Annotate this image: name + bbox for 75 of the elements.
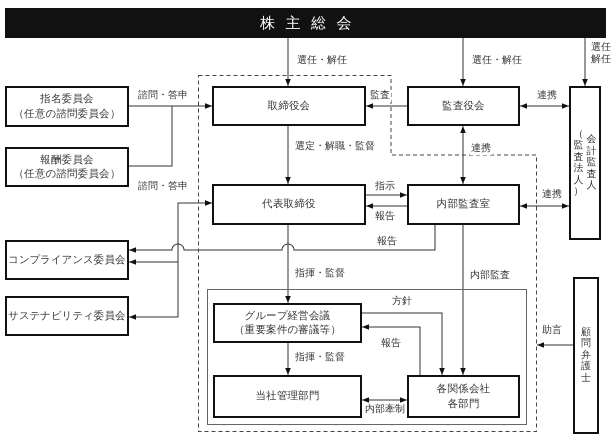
connector-arrow: [460, 38, 466, 86]
connector-arrow: [366, 192, 408, 198]
meeting-box: [213, 303, 362, 343]
box-label: 各部門: [447, 396, 480, 411]
edge-label: 選定・解職・監督: [294, 141, 376, 153]
edge-label: 諮問・答申: [137, 181, 189, 193]
connector-arrow: [285, 224, 291, 304]
edge-label: 指揮・監督: [294, 352, 346, 364]
dashed-region: [198, 75, 537, 432]
box-label: 取締役会: [268, 98, 310, 114]
edge-label: 報告: [374, 211, 396, 223]
connector-arrow: [520, 203, 570, 209]
box-label: 指名委員会: [40, 92, 94, 106]
edge-label: 報告: [376, 236, 398, 248]
internal-audit-box: [407, 184, 520, 225]
connector-arrow: [362, 324, 420, 376]
edge-label: 連携: [470, 143, 492, 155]
edge-label: 報告: [380, 338, 402, 350]
committee-box: [5, 296, 129, 336]
box-label: （重要案件の審議等）: [234, 323, 341, 338]
committee-box: [5, 240, 129, 280]
connector-arrow: [285, 38, 291, 86]
box-label: 会計監査人: [586, 134, 596, 192]
connector-arrow: [460, 224, 466, 376]
edge-label: 方針: [391, 296, 413, 308]
committee-box: [5, 86, 129, 127]
edge-label: 内部監査: [469, 270, 511, 282]
edge-label: 諮問・答申: [137, 90, 189, 102]
box-label: （任意の諮問委員会）: [13, 167, 120, 182]
edge-label: 連携: [541, 189, 563, 201]
box-label: コンプライアンス委員会: [8, 252, 126, 268]
connector-arrow: [536, 342, 574, 348]
connector-arrow: [582, 38, 588, 86]
edge-label: 選任・解任: [296, 55, 348, 67]
connector-arrow: [366, 103, 408, 109]
connector-arrow: [128, 103, 212, 166]
box-label: （監査法人）: [574, 128, 584, 198]
edge-label: 内部牽制: [364, 404, 406, 416]
header-band: [5, 8, 606, 38]
department-box: [213, 375, 362, 418]
edge-label: 監査: [369, 90, 391, 102]
representative-box: [212, 184, 366, 225]
box-label: 顧問弁護士: [581, 326, 591, 384]
board-box: [212, 86, 366, 126]
connector-arrow: [362, 312, 445, 376]
connector-arrow: [460, 126, 466, 184]
group-frame: [207, 289, 527, 425]
box-label: 監査役会: [442, 98, 485, 114]
auditor-board-box: [407, 86, 520, 126]
connector-arrow: [366, 203, 408, 209]
edge-label: 選任・解任: [471, 55, 523, 67]
box-label: 報酬委員会: [40, 152, 94, 167]
connector-arrow: [285, 126, 291, 184]
committee-box: [5, 147, 129, 187]
edge-label: 指揮・監督: [294, 268, 346, 280]
edge-label: 指示: [374, 181, 396, 193]
box-label: グループ経営会議: [244, 308, 330, 323]
box-label: 各関係会社: [436, 382, 490, 396]
external-auditor-box: [569, 86, 601, 240]
box-label: 内部監査室: [436, 197, 490, 212]
connector-arrow: [285, 342, 291, 376]
connector-arrow: [128, 200, 212, 320]
edge-label: 連携: [536, 90, 558, 102]
box-label: サステナビリティ委員会: [8, 308, 126, 324]
affiliate-box: [407, 375, 520, 418]
box-label: （任意の諮問委員会）: [13, 106, 120, 121]
counsel-box: [573, 277, 599, 434]
connector-arrow: [362, 397, 408, 403]
edge-label: 助言: [541, 325, 563, 337]
box-label: 代表取締役: [262, 197, 316, 212]
connector-arrow: [520, 103, 570, 109]
edge-label: 選任解任: [590, 42, 613, 66]
box-label: 当社管理部門: [255, 389, 320, 404]
connector-arrow: [128, 224, 436, 253]
header-title: 株主総会: [260, 12, 362, 34]
